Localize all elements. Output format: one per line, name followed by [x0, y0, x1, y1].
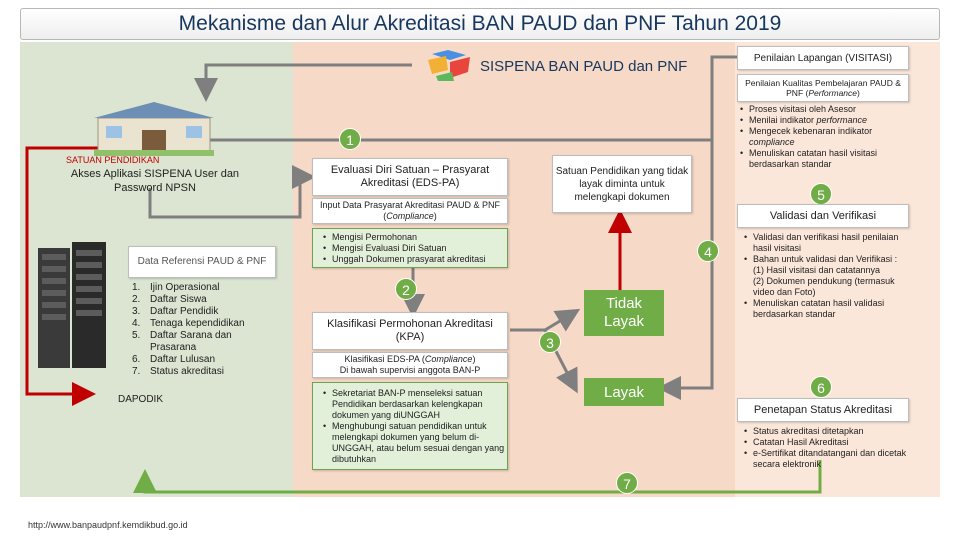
step-2-circle: 2	[395, 278, 417, 300]
kpa-box: Klasifikasi Permohonan Akreditasi (KPA)	[312, 312, 508, 350]
tidak-layak-note: Satuan Pendidikan yang tidak layak dimin…	[555, 165, 689, 203]
kpa-sub-label: Klasifikasi EDS-PA (Compliance)	[344, 354, 476, 364]
kpa-sub-box: Klasifikasi EDS-PA (Compliance) Di bawah…	[312, 352, 508, 378]
data-referensi-item: 2.Daftar Siswa	[132, 294, 207, 305]
data-referensi-item: 1.Ijin Operasional	[132, 282, 220, 293]
page-title: Mekanisme dan Alur Akreditasi BAN PAUD d…	[20, 8, 940, 40]
arrow-green-loop	[133, 460, 822, 494]
tidak-layak-label: Tidak Layak	[603, 295, 645, 330]
penetapan-label: Penetapan Status Akreditasi	[753, 404, 893, 416]
penetapan-steps: Status akreditasi ditetapkanCatatan Hasi…	[742, 426, 910, 470]
arrow-kpa-to-tidak	[510, 308, 581, 332]
step-6-circle: 6	[810, 376, 832, 398]
kpa-sub2-label: Di bawah supervisi anggota BAN-P	[339, 365, 481, 375]
visit-step-item: Proses visitasi oleh Asesor	[740, 104, 916, 115]
arrow-tidak-layak-back	[204, 138, 712, 152]
eds-step-item: Unggah Dokumen prasyarat akreditasi	[323, 254, 486, 265]
dapodik-label: DAPODIK	[118, 394, 164, 405]
visit-steps: Proses visitasi oleh AsesorMenilai indik…	[736, 104, 916, 170]
validasi-item: Bahan untuk validasi dan Verifikasi :(1)…	[744, 254, 910, 298]
arrow-satuan-to-eds	[148, 165, 316, 219]
step-5-circle: 5	[810, 183, 832, 205]
eds-steps-box: Mengisi PermohonanMengisi Evaluasi Diri …	[312, 228, 508, 268]
validasi-item: Validasi dan verifikasi hasil penilaian …	[744, 232, 910, 254]
data-referensi-box: Data Referensi PAUD & PNF	[128, 246, 276, 278]
layak-box: Layak	[584, 378, 664, 406]
visitasi-box: Penilaian Lapangan (VISITASI)	[737, 46, 909, 70]
eds-step-item: Mengisi Evaluasi Diri Satuan	[323, 243, 486, 254]
data-referensi-item: 6.Daftar Lulusan	[132, 354, 216, 365]
validasi-label: Validasi dan Verifikasi	[769, 210, 877, 222]
step-4-circle: 4	[697, 240, 719, 262]
tidak-layak-note-box: Satuan Pendidikan yang tidak layak dimin…	[552, 155, 692, 213]
penetapan-step-item: Status akreditasi ditetapkan	[744, 426, 910, 437]
data-referensi-item: 3.Daftar Pendidik	[132, 306, 219, 317]
input-prasyarat-label: Input Data Prasyarat Akreditasi PAUD & P…	[320, 200, 500, 221]
visit-step-item: Menilai indikator performance	[740, 115, 916, 126]
layak-label: Layak	[603, 383, 645, 401]
validasi-item: Menuliskan catatan hasil validasi berdas…	[744, 298, 910, 320]
server-rack-icon	[30, 238, 115, 378]
visit-step-item: Menuliskan catatan hasil visitasi berdas…	[740, 148, 916, 170]
kualitas-box: Penilaian Kualitas Pembelajaran PAUD & P…	[737, 74, 909, 102]
arrow-red-loop	[25, 146, 100, 406]
penetapan-box: Penetapan Status Akreditasi	[737, 398, 909, 422]
satuan-label: SATUAN PENDIDIKAN	[66, 155, 160, 165]
step-3-circle: 3	[539, 331, 561, 353]
data-referensi-item: 7.Status akreditasi	[132, 366, 224, 377]
sispena-title: SISPENA BAN PAUD dan PNF	[480, 58, 688, 75]
validasi-box: Validasi dan Verifikasi	[737, 204, 909, 228]
kualitas-label: Penilaian Kualitas Pembelajaran PAUD & P…	[745, 78, 901, 98]
arrow-sispena-to-satuan	[194, 63, 412, 102]
input-prasyarat-box: Input Data Prasyarat Akreditasi PAUD & P…	[312, 198, 508, 224]
arrow-right-column	[657, 55, 737, 400]
akses-text: Akses Aplikasi SISPENA User dan Password…	[70, 168, 240, 194]
step-1-circle: 1	[339, 128, 361, 150]
eds-label: Evaluasi Diri Satuan – Prasyarat Akredit…	[330, 164, 490, 189]
validasi-steps: Validasi dan verifikasi hasil penilaian …	[742, 232, 910, 320]
kpa-step-item: Sekretariat BAN-P menseleksi satuan Pend…	[323, 388, 507, 421]
kpa-label: Klasifikasi Permohonan Akreditasi (KPA)	[327, 318, 493, 343]
penetapan-step-item: e-Sertifikat ditandatangani dan dicetak …	[744, 448, 910, 470]
visitasi-label: Penilaian Lapangan (VISITASI)	[753, 52, 893, 64]
school-building-icon	[94, 96, 214, 156]
data-referensi-label: Data Referensi PAUD & PNF	[137, 256, 267, 267]
eds-box: Evaluasi Diri Satuan – Prasyarat Akredit…	[312, 158, 508, 196]
step-7-circle: 7	[616, 472, 638, 494]
kpa-steps-box: Sekretariat BAN-P menseleksi satuan Pend…	[312, 382, 508, 470]
eds-step-item: Mengisi Permohonan	[323, 232, 486, 243]
penetapan-step-item: Catatan Hasil Akreditasi	[744, 437, 910, 448]
tidak-layak-box: Tidak Layak	[584, 290, 664, 336]
sispena-logo-icon	[426, 48, 472, 82]
data-referensi-item: 5.Daftar Sarana dan Prasarana	[132, 330, 232, 353]
data-referensi-item: 4.Tenaga kependidikan	[132, 318, 245, 329]
visit-step-item: Mengecek kebenaran indikator compliance	[740, 126, 916, 148]
kpa-step-item: Menghubungi satuan pendidikan untuk mele…	[323, 421, 507, 465]
website-link[interactable]: http://www.banpaudpnf.kemdikbud.go.id	[28, 520, 188, 530]
